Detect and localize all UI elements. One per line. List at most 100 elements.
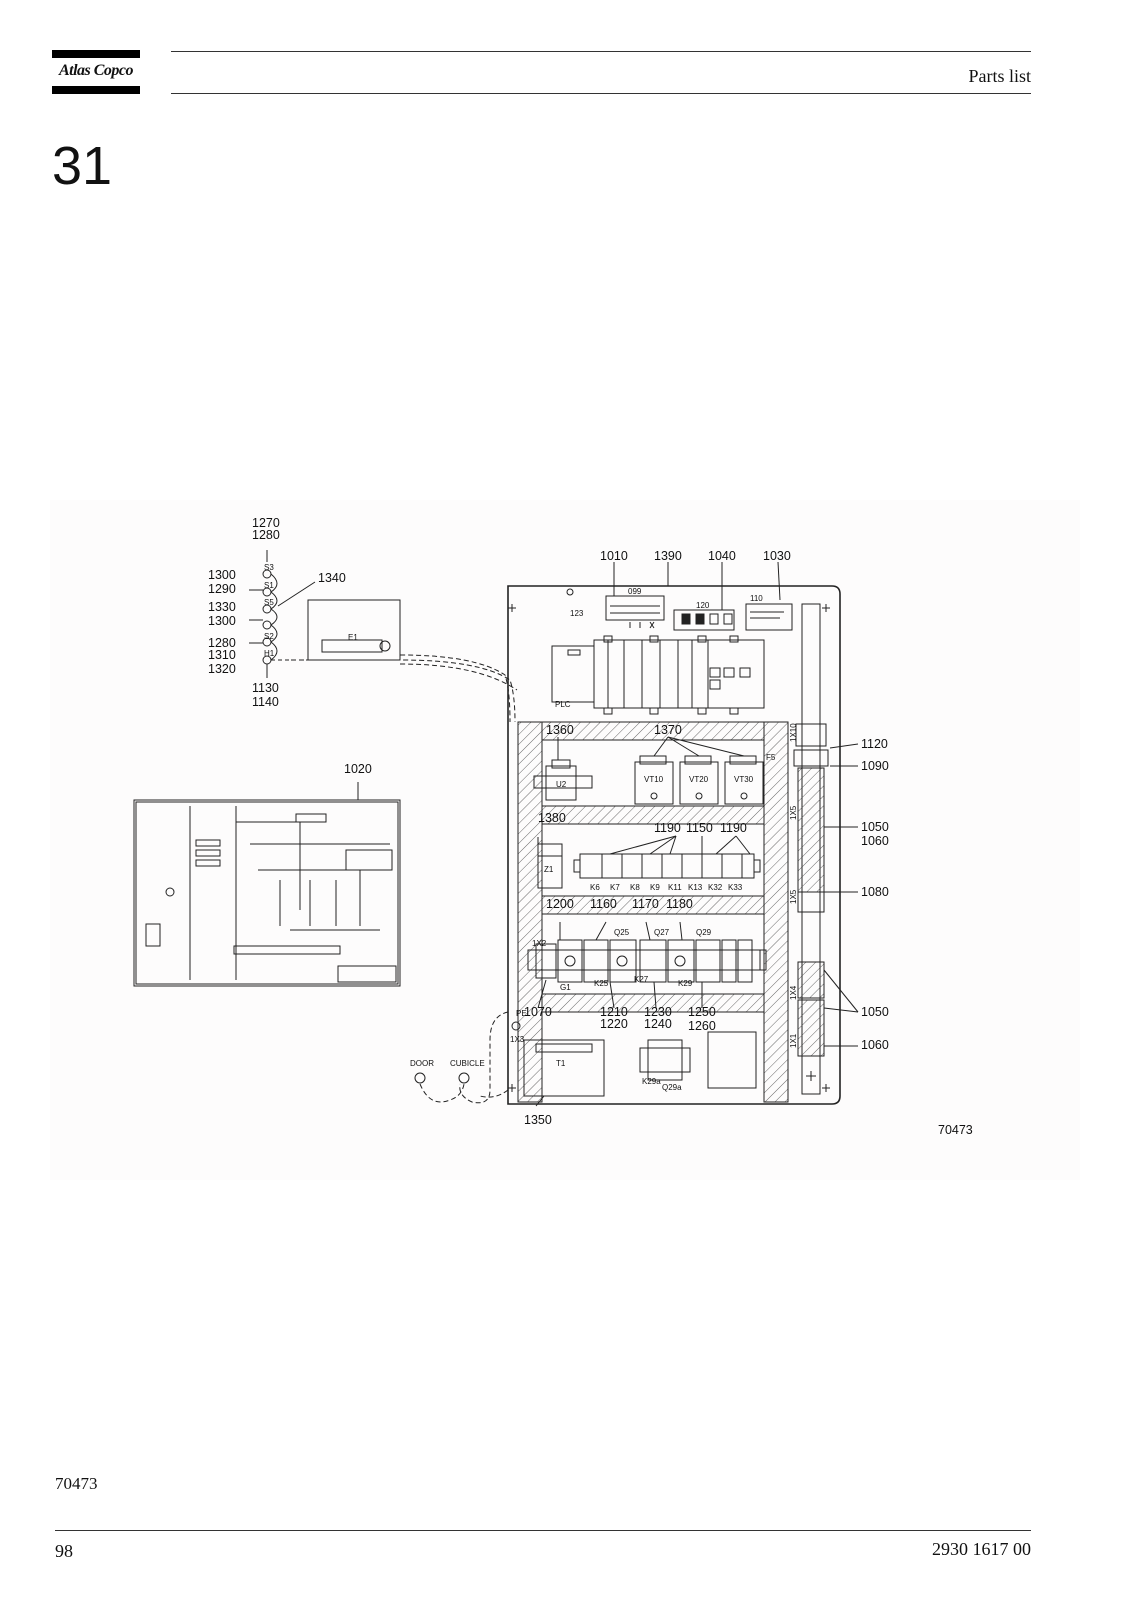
callout-1170: 1170 [632, 897, 659, 911]
document-number: 2930 1617 00 [932, 1539, 1031, 1559]
label-s2: S2 [264, 632, 274, 641]
callout-1270: 1270 [252, 516, 280, 530]
callout-1180: 1180 [666, 897, 693, 911]
label-vt10: VT10 [644, 775, 664, 784]
label-vt20: VT20 [689, 775, 709, 784]
callout-1210: 1210 [600, 1005, 628, 1019]
callout-1380: 1380 [538, 811, 566, 825]
callout-1240: 1240 [644, 1017, 672, 1031]
label-t1: T1 [556, 1059, 566, 1068]
label-1x5-b: 1X5 [789, 889, 798, 904]
label-1x4: 1X4 [789, 985, 798, 1000]
callout-1060: 1060 [861, 834, 889, 848]
callout-1250: 1250 [688, 1005, 716, 1019]
callout-1330: 1330 [208, 600, 236, 614]
label-q27: Q27 [654, 928, 670, 937]
label-s1: S1 [264, 581, 274, 590]
callout-1280-b: 1280 [208, 636, 236, 650]
callout-1340: 1340 [318, 571, 346, 585]
leader-lines [357, 561, 859, 1107]
callout-1360: 1360 [546, 723, 574, 737]
label-q25: Q25 [614, 928, 630, 937]
callout-1370: 1370 [654, 723, 682, 737]
callout-1300: 1300 [208, 568, 236, 582]
parts-drawing: 1270 1280 1300 1290 1330 1300 1280 1310 … [50, 500, 1080, 1180]
switch-column [249, 550, 321, 678]
callout-1140: 1140 [252, 695, 279, 709]
callout-1290: 1290 [208, 582, 236, 596]
label-k7: K7 [610, 883, 620, 892]
callout-1230: 1230 [644, 1005, 672, 1019]
label-pe: PE [516, 1009, 527, 1018]
label-k13: K13 [688, 883, 703, 892]
callout-1050: 1050 [861, 820, 889, 834]
row-breakers [527, 939, 767, 983]
label-k9: K9 [650, 883, 660, 892]
enclosure-e1 [291, 599, 518, 723]
label-g1: G1 [560, 983, 571, 992]
parts-drawing-svg: 1270 1280 1300 1290 1330 1300 1280 1310 … [133, 516, 973, 1137]
atlas-copco-logo: Atlas Copco [52, 50, 140, 94]
label-q29a: Q29a [662, 1083, 682, 1092]
label-plc: PLC [555, 700, 571, 709]
label-f5: F5 [766, 753, 776, 762]
logo-bar-top [52, 50, 140, 58]
callout-1390: 1390 [654, 549, 682, 563]
header-rule-bottom [171, 93, 1031, 94]
label-e1: E1 [348, 633, 358, 642]
label-z1: Z1 [544, 865, 554, 874]
label-door: DOOR [410, 1059, 434, 1068]
section-number: 31 [52, 136, 113, 196]
callout-1280: 1280 [252, 528, 280, 542]
figure-code: 70473 [938, 1123, 973, 1137]
label-099: 099 [628, 587, 642, 596]
label-s5: S5 [264, 598, 274, 607]
earth-links [414, 1011, 509, 1104]
row-z1-relays [537, 843, 761, 889]
label-k25: K25 [594, 979, 609, 988]
callout-1030: 1030 [763, 549, 791, 563]
callout-1010: 1010 [600, 549, 628, 563]
callout-1040: 1040 [708, 549, 736, 563]
callout-1260: 1260 [688, 1019, 716, 1033]
row-transformer [511, 1021, 757, 1097]
cable-ducts [517, 721, 789, 1103]
row-u2-vt [533, 755, 764, 805]
drawing-code: 70473 [55, 1474, 98, 1493]
label-vt30: VT30 [734, 775, 754, 784]
wiring-diagram-1020 [133, 799, 401, 987]
label-k6: K6 [590, 883, 600, 892]
label-120: 120 [696, 601, 710, 610]
callout-1060-b: 1060 [861, 1038, 889, 1052]
label-q29: Q29 [696, 928, 712, 937]
callout-1200: 1200 [546, 897, 574, 911]
label-k27: K27 [634, 975, 649, 984]
label-cubicle: CUBICLE [450, 1059, 485, 1068]
label-1x3: 1X3 [510, 1035, 525, 1044]
label-1x1: 1X1 [789, 1033, 798, 1048]
label-u2: U2 [556, 780, 567, 789]
label-k8: K8 [630, 883, 640, 892]
label-110: 110 [750, 594, 763, 603]
callout-1070: 1070 [524, 1005, 552, 1019]
label-s3: S3 [264, 563, 274, 572]
callout-1120: 1120 [861, 737, 888, 751]
callout-1050-b: 1050 [861, 1005, 889, 1019]
label-h1: H1 [264, 649, 275, 658]
callout-1020: 1020 [344, 762, 372, 776]
callout-1190: 1190 [654, 821, 681, 835]
page-title: Parts list [968, 66, 1031, 86]
label-plates [605, 595, 793, 631]
callout-1160: 1160 [590, 897, 617, 911]
label-k32: K32 [708, 883, 723, 892]
callout-1300-b: 1300 [208, 614, 236, 628]
label-k33: K33 [728, 883, 743, 892]
callout-1350: 1350 [524, 1113, 552, 1127]
footer-rule [55, 1530, 1031, 1531]
label-1x10: 1X10 [789, 723, 798, 742]
callout-1310: 1310 [208, 648, 236, 662]
callout-1150: 1150 [686, 821, 713, 835]
component-labels: S3 S1 S5 S2 H1 E1 PLC 099 123 120 110 U2… [264, 563, 798, 1092]
terminal-rail [793, 603, 829, 1095]
label-k29: K29 [678, 979, 693, 988]
